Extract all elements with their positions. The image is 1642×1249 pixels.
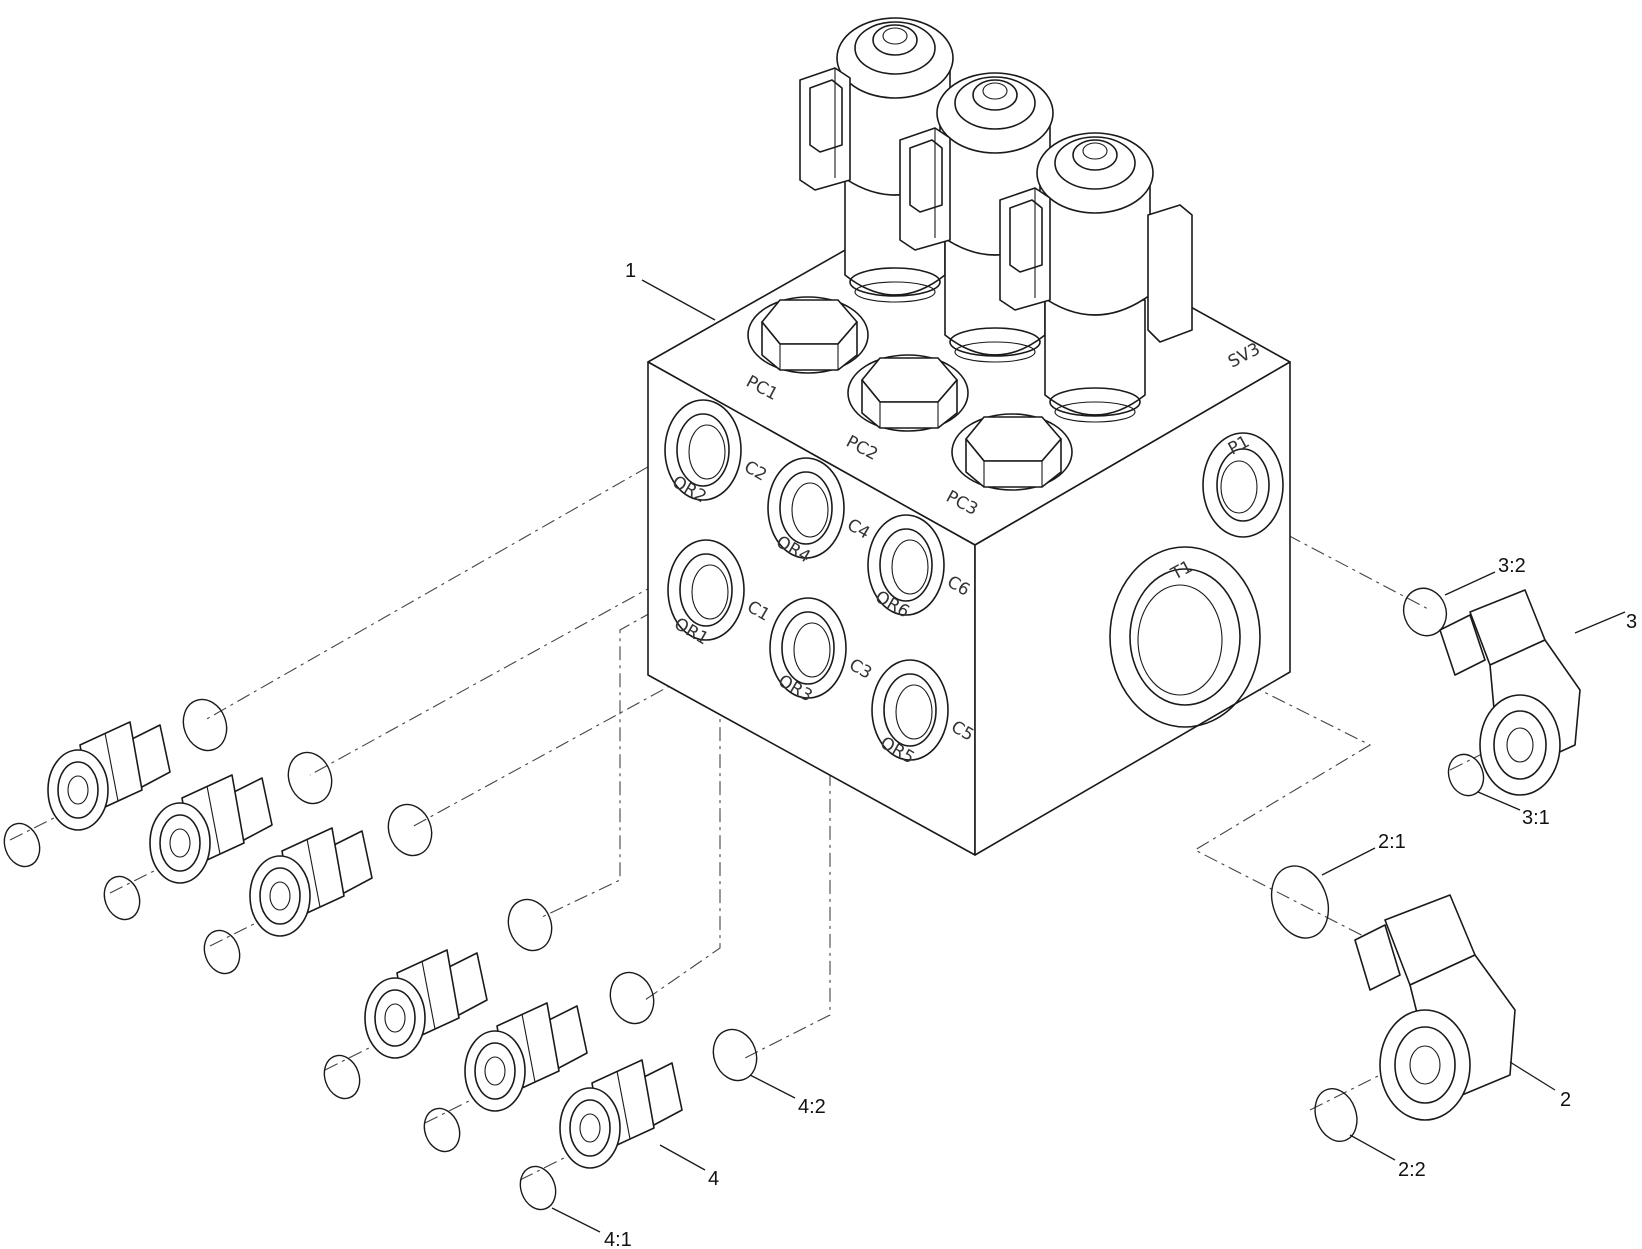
o-rings <box>3 587 1485 1211</box>
o-ring-2-2 <box>1314 1088 1358 1142</box>
fitting-straight-4 <box>364 949 488 1059</box>
port-or3 <box>769 597 847 699</box>
callout-4: 4 <box>708 1168 719 1190</box>
port-t1 <box>1109 546 1261 728</box>
o-ring <box>323 1054 361 1100</box>
callout-2: 2 <box>1560 1089 1571 1111</box>
callout-2-1: 2:1 <box>1378 831 1406 853</box>
fitting-elbow-2 <box>1354 894 1516 1121</box>
fitting-straight-6 <box>559 1059 683 1169</box>
port-or4 <box>767 457 845 559</box>
fitting-straight-5 <box>464 1002 588 1112</box>
solenoid-valve-1 <box>799 17 954 303</box>
port-or1 <box>667 539 745 641</box>
leader-lines <box>551 279 1626 1233</box>
callout-1: 1 <box>625 260 636 282</box>
o-ring-3-2 <box>1402 587 1448 637</box>
o-ring <box>609 971 655 1025</box>
plug-pc3 <box>951 413 1073 491</box>
o-ring <box>712 1028 758 1082</box>
manifold-block: PC1 PC2 PC3 SV3 P1 T1 C2 OR2 C4 OR4 C6 O… <box>647 181 1291 856</box>
callout-4-1: 4:1 <box>604 1229 632 1249</box>
fitting-elbow-3 <box>1439 589 1581 796</box>
solenoid-valve-3 <box>999 132 1193 423</box>
o-ring <box>203 929 241 975</box>
callout-2-2: 2:2 <box>1398 1159 1426 1181</box>
callout-3-1: 3:1 <box>1522 807 1550 829</box>
plug-pc1 <box>747 296 869 374</box>
o-ring-3-1 <box>1447 753 1485 797</box>
o-ring <box>387 803 433 857</box>
port-or6 <box>867 514 945 616</box>
o-ring <box>519 1165 557 1211</box>
fitting-straight-3 <box>249 827 373 937</box>
fitting-straight-2 <box>149 774 273 884</box>
port-or5 <box>871 659 949 761</box>
o-ring <box>3 822 41 868</box>
callout-3-2: 3:2 <box>1498 555 1526 577</box>
port-p1 <box>1202 432 1284 538</box>
o-ring <box>423 1107 461 1153</box>
callout-3: 3 <box>1626 611 1637 633</box>
o-ring <box>287 751 333 805</box>
o-ring <box>182 698 228 752</box>
o-ring <box>103 875 141 921</box>
o-ring-2-1 <box>1270 865 1330 939</box>
callout-4-2: 4:2 <box>798 1096 826 1118</box>
plug-pc2 <box>847 354 969 432</box>
fitting-straight-1 <box>47 721 171 831</box>
port-or2 <box>664 399 742 501</box>
o-ring <box>507 898 553 952</box>
